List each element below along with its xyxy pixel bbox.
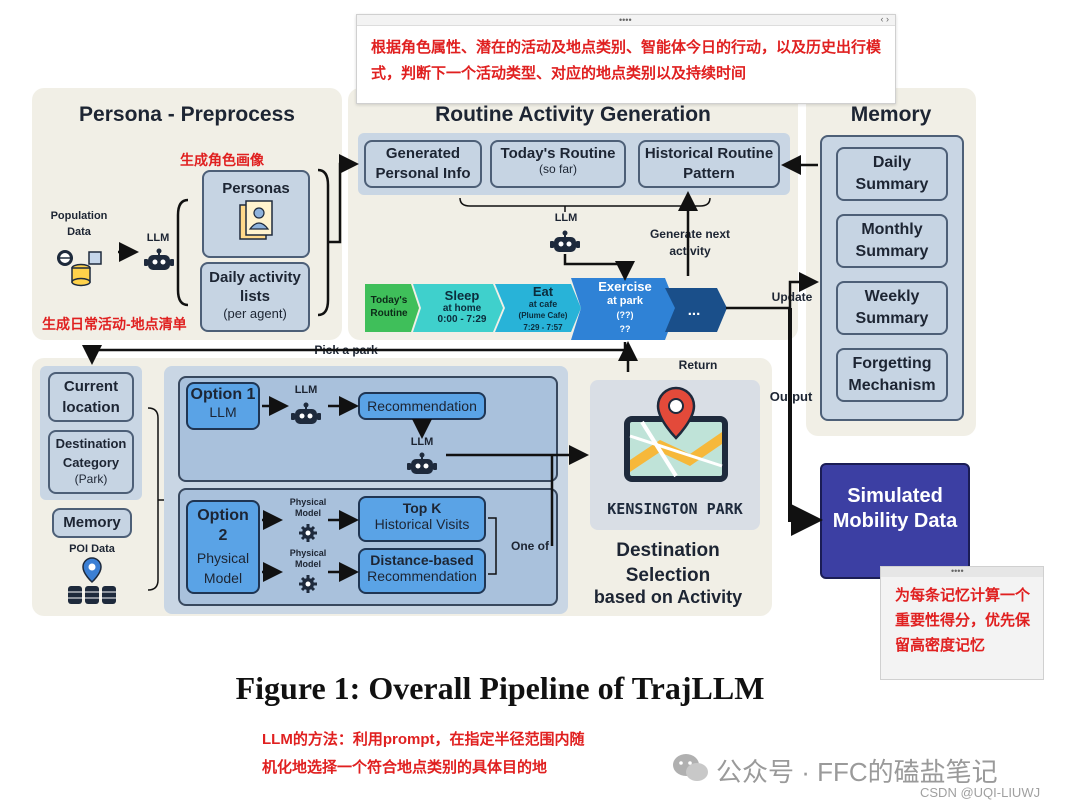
todays-routine-box: Today's Routine (so far) bbox=[490, 140, 626, 188]
gear-icon bbox=[299, 575, 317, 593]
option1-box: Option 1 LLM bbox=[186, 382, 260, 430]
memory-input-box: Memory bbox=[52, 508, 132, 538]
option2-sub: Physical Model bbox=[196, 550, 250, 586]
routine-title: Routine Activity Generation bbox=[435, 103, 711, 126]
destination-title: Destination Selection bbox=[616, 540, 720, 586]
destination-category-box: Destination Category (Park) bbox=[48, 430, 134, 494]
persona-llm-label: LLM bbox=[146, 232, 170, 244]
robot-icon bbox=[550, 230, 580, 252]
memory-item: Monthly Summary bbox=[836, 214, 948, 268]
robot-icon bbox=[144, 248, 174, 270]
memory-title: Memory bbox=[850, 103, 932, 126]
daily-lists-label: Daily activity lists bbox=[209, 269, 301, 305]
bottom-note-line1: LLM的方法：利用prompt，在指定半径范围内随 bbox=[262, 731, 585, 748]
right-note-text: 为每条记忆计算一个重要性得分，优先保留高密度记忆 bbox=[895, 587, 1031, 654]
personas-box: Personas bbox=[202, 170, 310, 258]
option2-title: Option 2 bbox=[197, 507, 249, 544]
destination-sub: based on Activity bbox=[593, 587, 743, 607]
database-icon bbox=[57, 250, 102, 287]
return-label: Return bbox=[678, 358, 718, 372]
phys-model-label: Physical Model bbox=[289, 497, 327, 518]
dest-category-sub: (Park) bbox=[74, 472, 108, 486]
sleep-sub: at home bbox=[442, 303, 482, 314]
one-of-label: One of bbox=[511, 539, 549, 553]
current-location-box: Current location bbox=[48, 372, 134, 422]
eat-sub: at cafe bbox=[528, 299, 558, 309]
sleep-time: 0:00 - 7:29 bbox=[437, 314, 487, 325]
distance-box: Distance-based Recommendation bbox=[358, 548, 486, 594]
dest-category-label: Destination Category bbox=[55, 436, 127, 470]
robot-icon bbox=[291, 402, 321, 424]
personas-label: Personas bbox=[222, 180, 290, 197]
persona-title: Persona - Preprocess bbox=[79, 103, 295, 126]
gear-icon bbox=[299, 524, 317, 542]
option1-title: Option 1 bbox=[190, 386, 256, 403]
option1-llm-label-2: LLM bbox=[410, 436, 434, 448]
exercise-q1: (??) bbox=[616, 310, 634, 320]
topk-title: Top K bbox=[402, 500, 442, 516]
top-note-text: 根据角色属性、潜在的活动及地点类别、智能体今日的行动，以及历史出行模式，判断下一… bbox=[371, 39, 882, 82]
population-label: Population Data bbox=[50, 210, 108, 238]
phys-model-label-2: Physical Model bbox=[289, 548, 327, 569]
persona-red-top: 生成角色画像 bbox=[180, 152, 264, 168]
generate-label: Generate next activity bbox=[649, 227, 731, 258]
distance-sub: Recommendation bbox=[367, 568, 477, 584]
poi-database-icon bbox=[68, 557, 116, 604]
distance-title: Distance-based bbox=[370, 552, 474, 568]
personal-info-box: Generated Personal Info bbox=[364, 140, 482, 188]
eat-sub2: (Plume Cafe) bbox=[518, 311, 568, 320]
todays-routine-label: Today's Routine bbox=[500, 145, 616, 162]
figure-caption: Figure 1: Overall Pipeline of TrajLLM bbox=[235, 670, 765, 706]
park-name: KENSINGTON PARK bbox=[607, 500, 743, 518]
output-label: Output bbox=[769, 389, 813, 404]
simulated-data-label: Simulated Mobility Data bbox=[832, 485, 958, 532]
wechat-watermark: 公众号 · FFC的磕盐笔记 bbox=[716, 757, 998, 787]
eat-time: 7:29 - 7:57 bbox=[523, 323, 563, 332]
exercise-sub: at park bbox=[606, 295, 644, 307]
robot-icon bbox=[407, 452, 437, 474]
daily-lists-box: Daily activity lists (per agent) bbox=[200, 262, 310, 332]
persona-red-bottom: 生成日常活动-地点清单 bbox=[42, 316, 187, 332]
routine-timeline bbox=[365, 278, 727, 340]
timeline-eat: Eat at cafe (Plume Cafe) 7:29 - 7:57 bbox=[505, 284, 581, 334]
daily-lists-sub: (per agent) bbox=[223, 306, 287, 321]
right-note: •••• 为每条记忆计算一个重要性得分，优先保留高密度记忆 bbox=[880, 566, 1044, 680]
wechat-icon bbox=[673, 754, 708, 781]
timeline-more: ... bbox=[687, 302, 701, 319]
memory-item: Daily Summary bbox=[836, 147, 948, 201]
csdn-watermark: CSDN @UQI-LIUWJ bbox=[920, 785, 1041, 800]
memory-item: Forgetting Mechanism bbox=[836, 348, 948, 402]
memory-item: Weekly Summary bbox=[836, 281, 948, 335]
option2-box: Option 2 Physical Model bbox=[186, 500, 260, 594]
bottom-note-line2: 机化地选择一个符合地点类别的具体目的地 bbox=[262, 759, 548, 776]
option1-sub: LLM bbox=[209, 404, 237, 420]
exercise-q2: ?? bbox=[619, 324, 631, 334]
map-pin-icon bbox=[624, 386, 728, 482]
recommendation-box: Recommendation bbox=[358, 392, 486, 420]
eat-label: Eat bbox=[532, 284, 554, 299]
routine-llm-label: LLM bbox=[554, 212, 578, 224]
todays-routine-sub: (so far) bbox=[538, 162, 577, 176]
timeline-exercise: Exercise at park (??) ?? bbox=[584, 280, 666, 336]
timeline-sleep: Sleep at home 0:00 - 7:29 bbox=[424, 288, 500, 325]
pick-park-label: Pick a park bbox=[314, 343, 378, 357]
topk-box: Top K Historical Visits bbox=[358, 496, 486, 542]
document-icon bbox=[239, 200, 273, 240]
exercise-label: Exercise bbox=[598, 279, 652, 294]
timeline-start: Today's Routine bbox=[370, 295, 408, 319]
option1-llm-label: LLM bbox=[294, 384, 318, 396]
historical-pattern-box: Historical Routine Pattern bbox=[638, 140, 780, 188]
topk-sub: Historical Visits bbox=[374, 516, 470, 532]
update-label: Update bbox=[771, 290, 813, 304]
poi-label: POI Data bbox=[69, 543, 115, 555]
top-note: •••• ‹ › 根据角色属性、潜在的活动及地点类别、智能体今日的行动，以及历史… bbox=[356, 14, 896, 104]
sleep-label: Sleep bbox=[444, 288, 480, 303]
